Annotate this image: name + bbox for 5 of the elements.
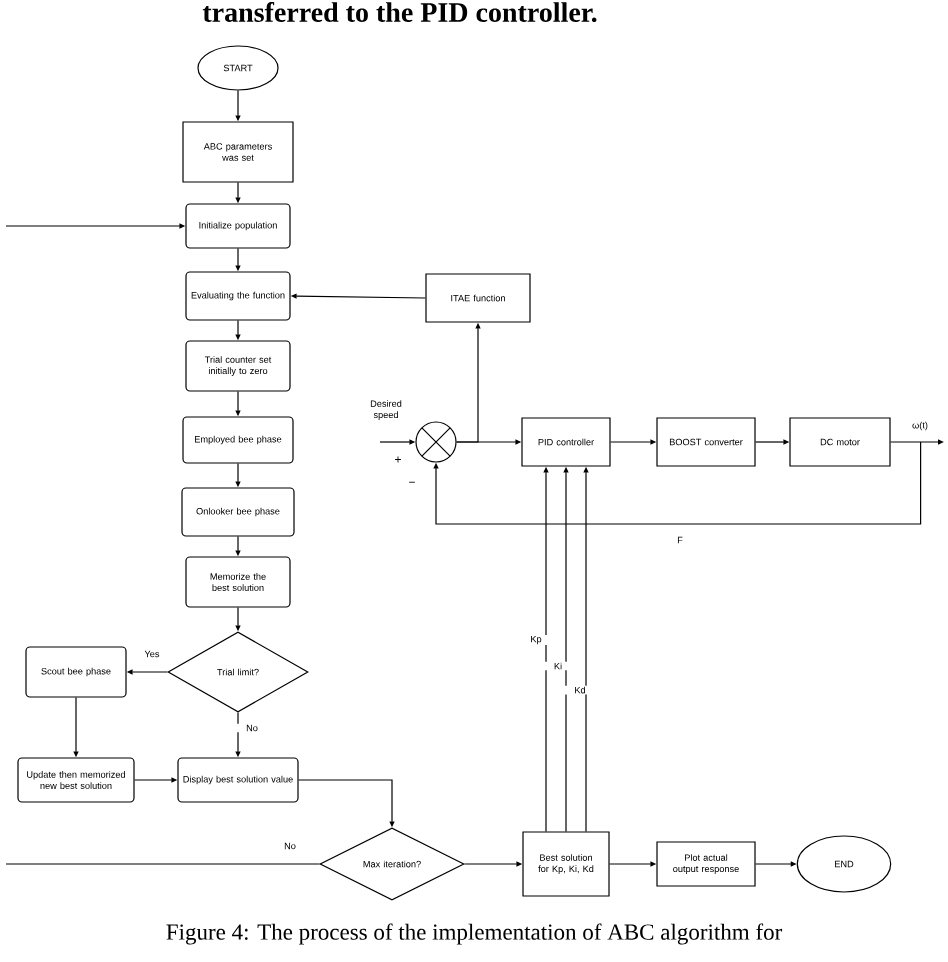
summing-junction bbox=[415, 421, 457, 463]
heading: transferred to the PID controller. bbox=[202, 1, 597, 23]
arrow bbox=[890, 439, 944, 445]
arrow bbox=[433, 441, 922, 525]
caption: Figure 4: The process of the implementation of ABC algorithm for bbox=[166, 923, 783, 945]
